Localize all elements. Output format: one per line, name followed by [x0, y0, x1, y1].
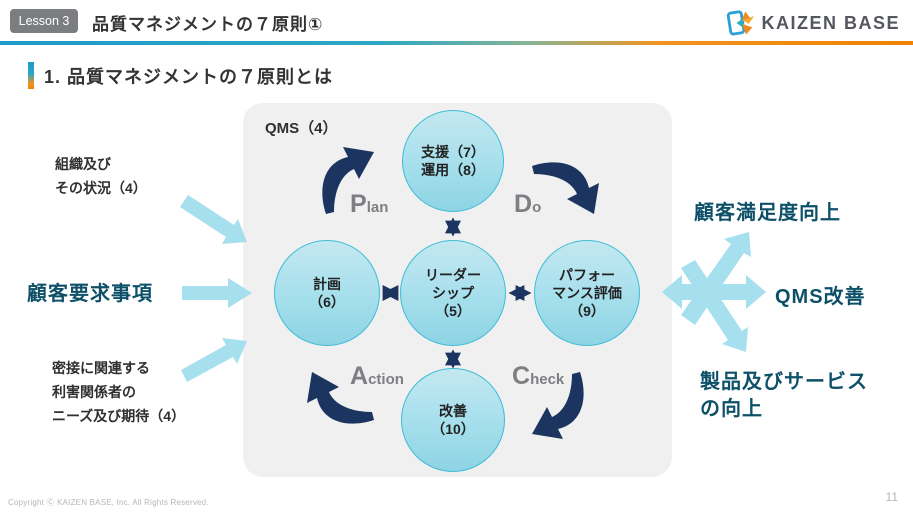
output-trident-arrow — [662, 232, 766, 352]
circle-support-operation: 支援（7） 運用（8） — [402, 110, 504, 212]
label-line: 利害関係者の — [52, 384, 136, 401]
output-arrow-down-icon — [681, 260, 748, 352]
pdca-rest: o — [532, 199, 542, 216]
circle-line: マンス評価 — [552, 284, 622, 301]
input-arrow-organization-icon — [180, 195, 247, 244]
label-line: 組織及び — [55, 156, 111, 172]
circle-line: リーダー — [425, 266, 481, 283]
input-arrow-customer-requirements-icon — [182, 278, 252, 308]
label-organization: 組織及び その状況（4） — [55, 152, 147, 200]
label-line: 製品及びサービス — [700, 371, 868, 393]
pdca-initial: D — [514, 190, 533, 218]
circle-line: 運用（8） — [421, 162, 485, 178]
logo-wordmark: KAIZEN BASE — [761, 12, 900, 33]
label-line: ニーズ及び期待（4） — [52, 408, 186, 425]
circle-line: （10） — [431, 421, 475, 437]
label-qms-improvement: QMS改善 — [775, 286, 866, 308]
circle-line: 支援（7） — [421, 143, 485, 160]
page-number: 11 — [885, 490, 898, 504]
section-accent-bar — [28, 62, 34, 89]
circle-line: （5） — [435, 303, 471, 320]
lesson-badge-label: Lesson 3 — [18, 14, 70, 28]
circle-line: （6） — [309, 294, 345, 310]
circle-line: 計画 — [313, 275, 341, 292]
pdca-label-action: Action — [350, 362, 404, 391]
kaizen-base-logo: KAIZEN BASE — [725, 7, 900, 39]
label-line: 密接に関連する — [52, 360, 150, 376]
pdca-label-do: Do — [514, 190, 541, 219]
qms-label: QMS（4） — [265, 120, 338, 137]
circle-leadership: リーダー シップ （5） — [400, 240, 506, 346]
label-stakeholders: 密接に関連する 利害関係者の ニーズ及び期待（4） — [52, 356, 185, 428]
pdca-rest: lan — [366, 199, 389, 216]
output-arrow-horizontal-icon — [662, 275, 766, 309]
page-title: 品質マネジメントの７原則① — [92, 15, 324, 34]
header: Lesson 3 品質マネジメントの７原則① KAIZEN BASE — [0, 0, 913, 41]
header-divider — [0, 41, 913, 45]
output-arrow-up-icon — [681, 232, 751, 325]
circle-improvement: 改善 （10） — [401, 368, 505, 472]
pdca-initial: A — [350, 362, 369, 390]
pdca-rest: ction — [368, 371, 404, 388]
kaizen-base-logo-icon — [727, 10, 755, 36]
label-customer-satisfaction: 顧客満足度向上 — [694, 202, 841, 224]
label-customer-requirements: 顧客要求事項 — [27, 283, 153, 305]
pdca-initial: P — [350, 190, 367, 218]
pdca-label-plan: Plan — [350, 190, 388, 219]
input-arrow-stakeholders-icon — [181, 338, 247, 382]
circle-performance-eval: パフォー マンス評価 （9） — [534, 240, 640, 346]
circle-line: パフォー — [559, 266, 615, 283]
circle-line: シップ — [432, 284, 474, 301]
pdca-label-check: Check — [512, 362, 564, 391]
label-products-services: 製品及びサービス の向上 — [700, 369, 868, 423]
pdca-initial: C — [512, 362, 531, 390]
circle-planning: 計画 （6） — [274, 240, 380, 346]
label-line: の向上 — [700, 398, 763, 420]
circle-line: 改善 — [439, 402, 467, 419]
circle-line: （9） — [569, 303, 605, 320]
pdca-rest: heck — [530, 371, 565, 388]
input-arrows — [180, 195, 252, 382]
label-line: その状況（4） — [55, 180, 147, 197]
section-heading: 1. 品質マネジメントの７原則とは — [44, 67, 334, 87]
lesson-badge: Lesson 3 — [10, 9, 78, 33]
copyright-text: Copyright Ⓒ KAIZEN BASE, Inc. All Rights… — [8, 498, 209, 507]
